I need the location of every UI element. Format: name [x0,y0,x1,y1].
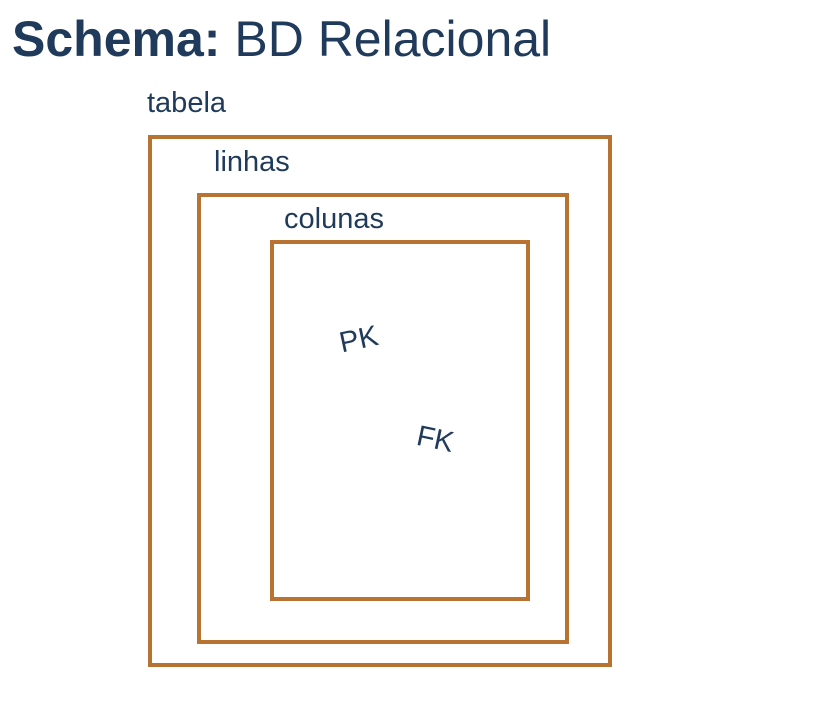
inner-label: colunas [284,203,384,235]
inner-box [270,240,530,601]
fk-tag: FK [413,420,457,460]
outer-label: tabela [147,87,227,119]
middle-label: linhas [214,146,290,178]
outer-box [148,135,612,667]
title-bold: Schema: [12,11,221,67]
slide-title: Schema: BD Relacional [12,14,551,64]
middle-box [197,193,569,644]
title-regular: BD Relacional [234,11,552,67]
